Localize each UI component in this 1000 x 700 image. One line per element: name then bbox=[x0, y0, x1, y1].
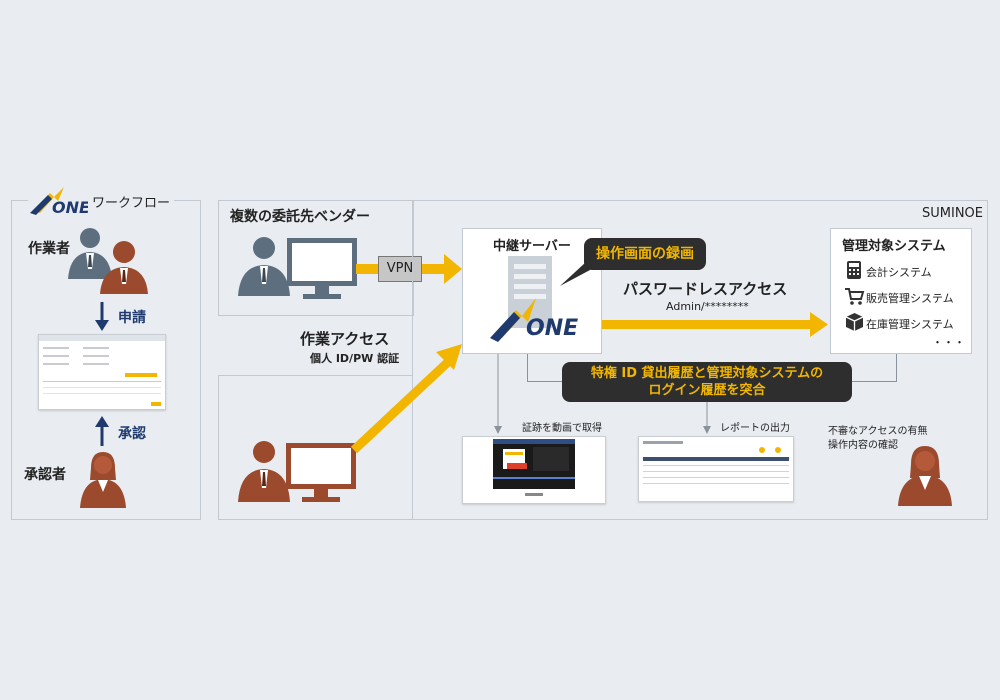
box-icon bbox=[845, 313, 864, 331]
evidence-down-arrow bbox=[494, 354, 502, 434]
workflow-form-thumbnail bbox=[38, 334, 166, 410]
relay-server-box bbox=[462, 228, 602, 354]
vendor-title: 複数の委託先ベンダー bbox=[230, 209, 370, 225]
approver-female-icon bbox=[80, 452, 126, 508]
report-thumbnail bbox=[638, 436, 794, 502]
apply-arrow-icon bbox=[95, 302, 109, 331]
one-logo-icon bbox=[30, 187, 64, 215]
approve-arrow-icon bbox=[95, 416, 109, 446]
managed-item-label: 在庫管理システム bbox=[866, 318, 954, 331]
internal-worker-icon bbox=[238, 441, 290, 502]
relay-title: 中継サーバー bbox=[493, 239, 571, 254]
reconcile-connector-left bbox=[527, 354, 528, 382]
report-down-arrow bbox=[703, 402, 711, 434]
workflow-logo-text: ONE bbox=[52, 198, 90, 217]
vendor-worker-icon bbox=[238, 237, 290, 296]
suspicious-line1: 不審なアクセスの有無 bbox=[828, 426, 928, 437]
vendor-monitor-icon bbox=[287, 238, 357, 299]
suminoe-label: SUMINOE bbox=[922, 206, 983, 221]
evidence-video-thumbnail bbox=[462, 436, 606, 504]
vpn-label: VPN bbox=[386, 261, 414, 276]
worker-label: 作業者 bbox=[28, 241, 70, 257]
workflow-title: ワークフロー bbox=[88, 192, 175, 211]
auditor-female-icon bbox=[898, 446, 952, 506]
passwordless-title: パスワードレスアクセス bbox=[623, 280, 788, 298]
approve-label: 承認 bbox=[118, 426, 146, 442]
managed-title: 管理対象システム bbox=[842, 239, 946, 254]
cart-icon bbox=[845, 288, 865, 305]
passwordless-sub: Admin/******** bbox=[666, 300, 749, 313]
apply-label: 申請 bbox=[118, 310, 146, 326]
approver-label: 承認者 bbox=[24, 467, 66, 483]
internal-monitor-icon bbox=[286, 443, 356, 502]
recording-label: 操作画面の録画 bbox=[596, 246, 694, 262]
report-label: レポートの出力 bbox=[720, 423, 790, 434]
access-title: 作業アクセス bbox=[300, 330, 390, 348]
reconcile-banner: 特権 ID 貸出履歴と管理対象システムの ログイン履歴を突合 bbox=[562, 362, 852, 402]
recording-bubble: 操作画面の録画 bbox=[584, 238, 706, 270]
relay-one-logo-icon bbox=[490, 298, 536, 342]
passwordless-arrow bbox=[602, 312, 828, 337]
reconcile-line2: ログイン履歴を突合 bbox=[648, 383, 766, 398]
managed-item-label: 会計システム bbox=[866, 266, 932, 279]
suminoe-panel-connector bbox=[218, 375, 413, 376]
reconcile-line1: 特権 ID 貸出履歴と管理対象システムの bbox=[590, 366, 824, 381]
suminoe-panel-lower bbox=[218, 375, 988, 520]
recording-bubble-tail bbox=[560, 262, 590, 286]
evidence-label: 証跡を動画で取得 bbox=[522, 423, 602, 434]
suspicious-line2: 操作内容の確認 bbox=[828, 440, 898, 451]
relay-logo-text: ONE bbox=[526, 316, 579, 341]
reconcile-connector-right bbox=[896, 354, 897, 382]
managed-ellipsis: ・・・ bbox=[932, 336, 965, 349]
access-sub: 個人 ID/PW 認証 bbox=[310, 352, 400, 365]
vpn-badge: VPN bbox=[378, 256, 422, 282]
calculator-icon bbox=[847, 261, 861, 279]
workflow-logo: ONE bbox=[28, 183, 90, 217]
suminoe-panel-connector-v bbox=[412, 316, 413, 376]
managed-item-label: 販売管理システム bbox=[866, 292, 954, 305]
worker-brown-icon bbox=[100, 241, 148, 294]
internal-access-arrow bbox=[350, 344, 462, 454]
worker-gray-icon bbox=[68, 228, 112, 279]
